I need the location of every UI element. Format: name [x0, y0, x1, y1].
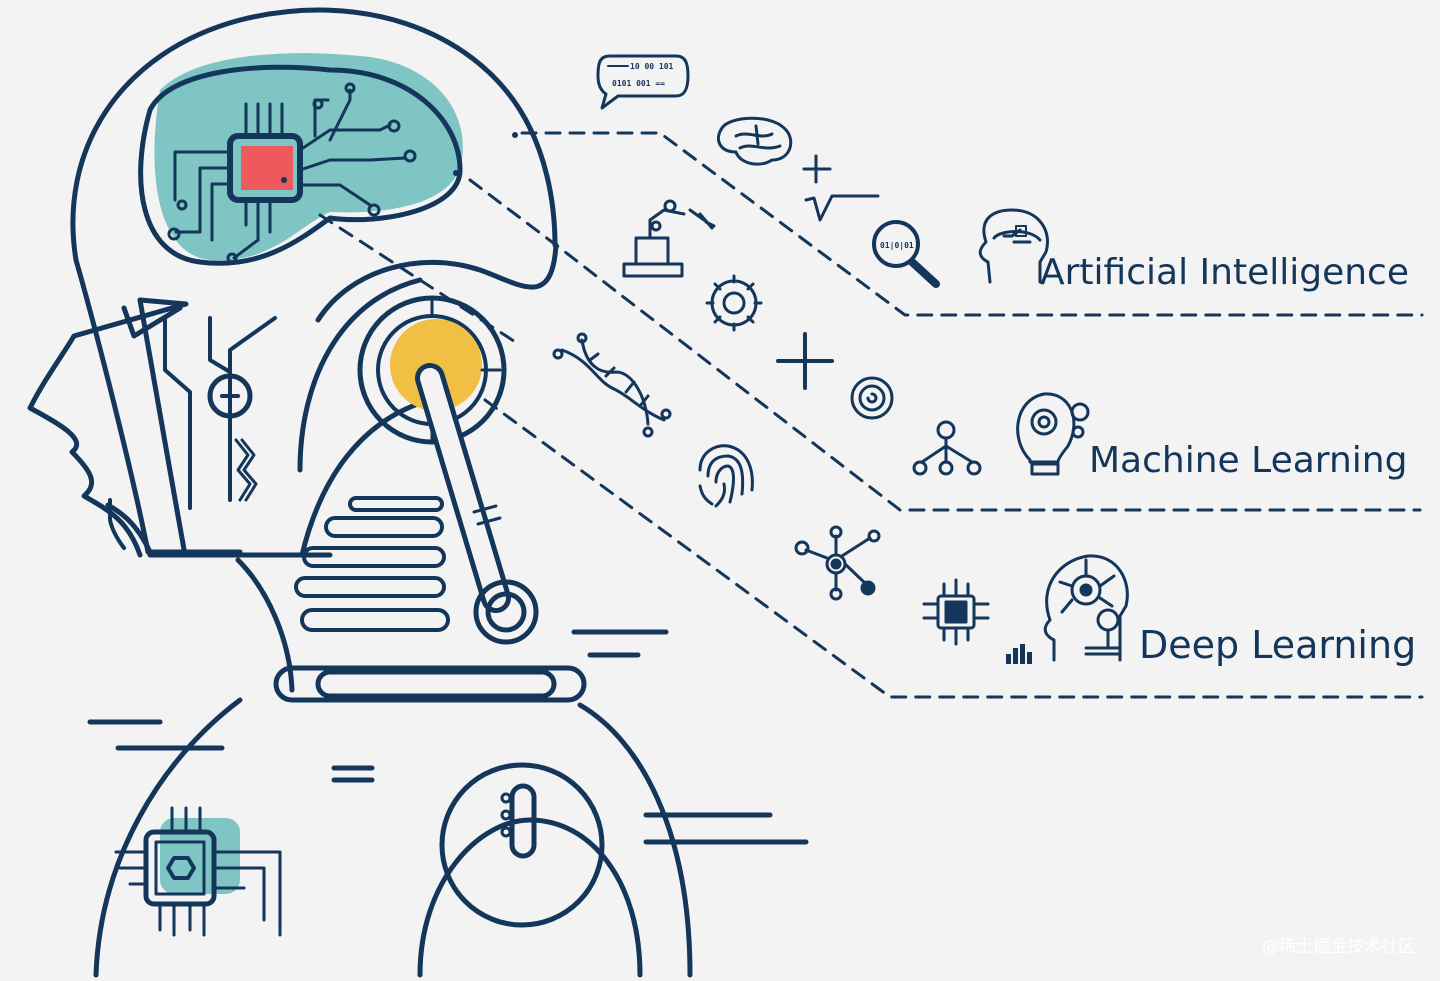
- hierarchy-icon: [912, 420, 982, 476]
- square-root-icon: [804, 194, 880, 222]
- artificial-intelligence-label: Artificial Intelligence: [1040, 252, 1409, 293]
- robot-arm-icon: [622, 199, 716, 278]
- brain: [138, 53, 518, 266]
- chest-chip: [114, 806, 282, 937]
- deep-learning-head-icon: [1043, 554, 1129, 662]
- microchip-icon: [922, 578, 990, 646]
- binary-speech-bubble-icon: 10 00 101 0101 001 ==: [596, 54, 690, 110]
- magnifier-binary-icon: 01|0|01: [872, 220, 940, 288]
- deep-learning-label: Deep Learning: [1139, 623, 1417, 667]
- ear-joint: [357, 295, 539, 645]
- lightbulb-gears-icon: [1016, 392, 1090, 476]
- big-plus-icon: [776, 332, 834, 390]
- robot-head: [27, 7, 809, 978]
- network-node-icon: [794, 525, 881, 601]
- spiral-icon: [850, 376, 894, 420]
- magnifier-code: 01|0|01: [880, 241, 914, 250]
- gear-icon: [705, 274, 763, 332]
- leader-lines: [318, 131, 1424, 699]
- svg-text:0101 001 ==: 0101 001 ==: [612, 79, 665, 88]
- ai-head-icon: [978, 208, 1049, 284]
- machine-learning-label: Machine Learning: [1089, 440, 1408, 481]
- brain-icon: [717, 116, 793, 166]
- bar-chart-icon: [1006, 644, 1032, 664]
- svg-text:10 00 101: 10 00 101: [630, 62, 674, 71]
- watermark: @稀土掘金技术社区: [1262, 937, 1415, 957]
- fingerprint-icon: [698, 444, 754, 508]
- dna-icon: [552, 332, 672, 438]
- plus-icon: [802, 154, 832, 184]
